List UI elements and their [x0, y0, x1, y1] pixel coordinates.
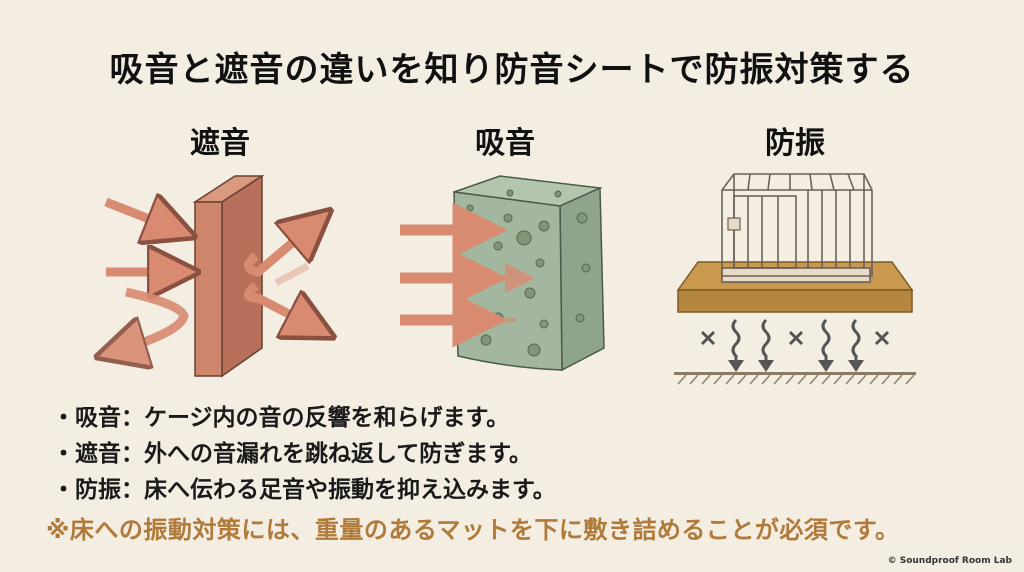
- bullet-term: 防振: [75, 477, 121, 503]
- bullet-item-absorption: ・吸音：ケージ内の音の反響を和らげます。: [52, 405, 510, 431]
- panel-sound-insulation: 遮音: [90, 118, 350, 378]
- bullet-term: 吸音: [75, 405, 121, 431]
- bullet-list: ・吸音：ケージ内の音の反響を和らげます。 ・遮音：外への音漏れを跳ね返して防ぎま…: [52, 400, 556, 508]
- bullet-term: 遮音: [75, 441, 121, 467]
- cage-on-mat-vibration-icon: [674, 173, 916, 385]
- bullet-item-insulation: ・遮音：外への音漏れを跳ね返して防ぎます。: [52, 441, 533, 467]
- sponge-absorbing-sound-icon: [400, 175, 605, 372]
- bullet-text: 床へ伝わる足音や振動を抑え込みます。: [144, 477, 556, 503]
- credit-text: © Soundproof Room Lab: [887, 556, 1012, 566]
- panel-label: 吸音: [475, 126, 535, 161]
- panel-vibration-isolation: 防振: [660, 118, 930, 388]
- note-text: ※床への振動対策には、重量のあるマットを下に敷き詰めることが必須です。: [46, 516, 900, 544]
- panel-label: 防振: [765, 126, 825, 161]
- bullet-text: ケージ内の音の反響を和らげます。: [144, 405, 510, 431]
- bullet-text: 外への音漏れを跳ね返して防ぎます。: [144, 441, 533, 467]
- page-title: 吸音と遮音の違いを知り防音シートで防振対策する: [109, 50, 915, 90]
- wall-reflecting-sound-icon: [90, 174, 350, 378]
- panel-label: 遮音: [190, 126, 250, 161]
- bullet-item-vibration: ・防振：床へ伝わる足音や振動を抑え込みます。: [52, 477, 556, 503]
- panel-sound-absorption: 吸音: [390, 118, 620, 378]
